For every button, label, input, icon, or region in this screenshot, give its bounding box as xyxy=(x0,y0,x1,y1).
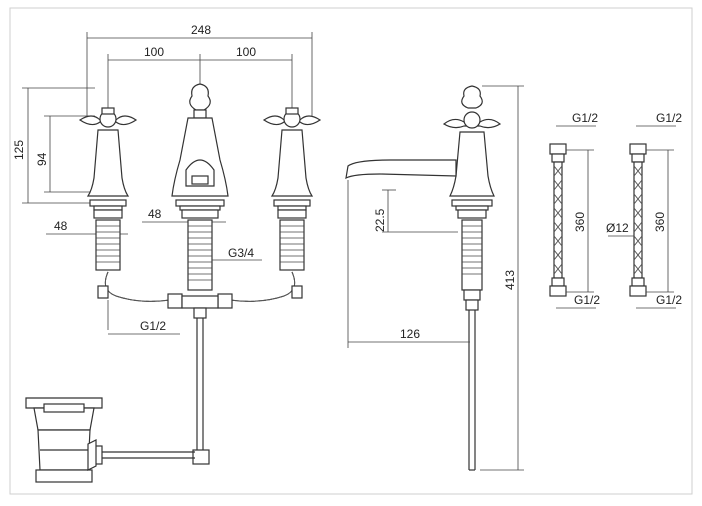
label-hose1-length: 360 xyxy=(573,212,587,232)
left-valve-thread xyxy=(96,225,120,263)
label-hose2-diameter: Ø12 xyxy=(606,221,629,235)
side-valve xyxy=(345,85,502,471)
right-valve xyxy=(262,107,322,271)
dim-g12-front: G1/2 xyxy=(108,319,180,335)
center-spout: G3/4 xyxy=(171,83,262,291)
hose-1: G1/2 360 G1/2 xyxy=(549,111,600,309)
label-22-5: 22.5 xyxy=(373,208,387,232)
dim-126: 126 xyxy=(347,180,470,348)
label-hose2-length: 360 xyxy=(653,212,667,232)
dim-vertical-left: 125 94 xyxy=(12,87,120,204)
label-413: 413 xyxy=(503,270,517,290)
frame-border xyxy=(9,7,693,495)
dim-total-width: 248 xyxy=(86,23,313,122)
label-94: 94 xyxy=(35,152,49,166)
label-hose2-bottom: G1/2 xyxy=(656,293,682,307)
label-g12-front: G1/2 xyxy=(140,319,166,333)
dim-22-5: 22.5 xyxy=(373,189,458,233)
popup-waste xyxy=(25,318,210,483)
hose-2: G1/2 Ø12 360 G1/2 xyxy=(606,111,682,309)
right-valve-thread xyxy=(280,225,304,263)
center-thread xyxy=(188,225,212,281)
label-100-right: 100 xyxy=(236,45,256,59)
label-248: 248 xyxy=(191,23,211,37)
dim-413: 413 xyxy=(480,85,524,471)
connecting-hoses xyxy=(97,271,303,319)
label-125: 125 xyxy=(12,140,26,160)
label-48-center: 48 xyxy=(148,207,162,221)
front-view: 248 100 100 125 94 48 48 xyxy=(12,23,322,483)
left-valve xyxy=(78,107,138,330)
label-48-left: 48 xyxy=(54,219,68,233)
label-hose1-bottom: G1/2 xyxy=(574,293,600,307)
label-hose1-top: G1/2 xyxy=(572,111,598,125)
side-thread xyxy=(462,225,482,275)
label-100-left: 100 xyxy=(144,45,164,59)
dim-spacing: 100 100 xyxy=(107,45,293,112)
label-g34: G3/4 xyxy=(228,246,254,260)
label-hose2-top: G1/2 xyxy=(656,111,682,125)
side-view: 22.5 413 126 xyxy=(345,85,524,471)
label-126: 126 xyxy=(400,327,420,341)
